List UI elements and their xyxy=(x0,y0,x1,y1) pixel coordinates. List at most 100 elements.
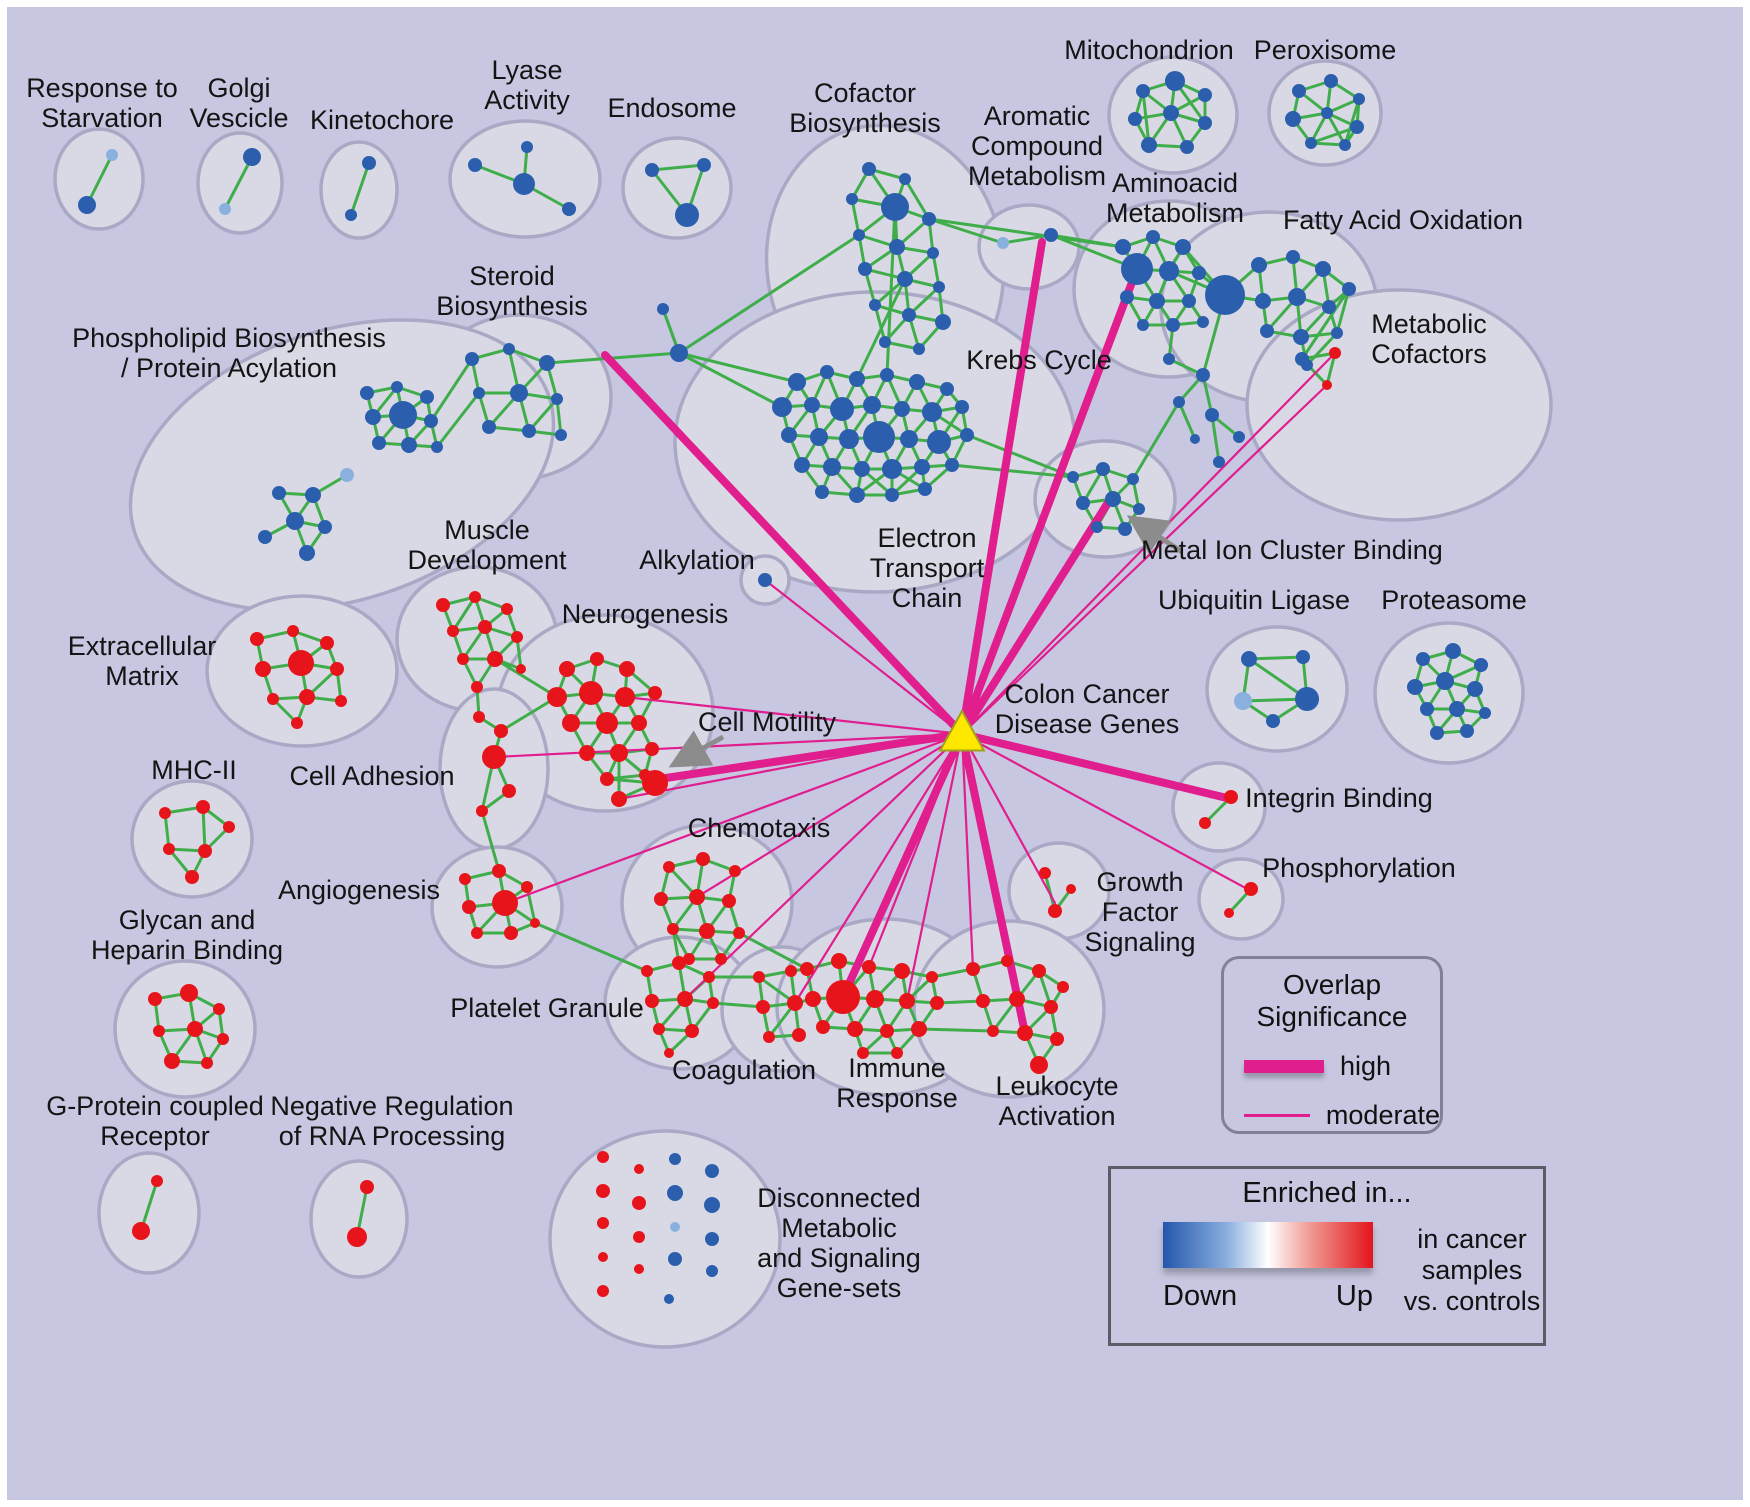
gene-set-node-muscle-development[interactable] xyxy=(516,664,526,674)
gene-set-node-alkylation[interactable] xyxy=(758,573,772,587)
gene-set-node-phospholipid-biosynthesis[interactable] xyxy=(389,401,417,429)
gene-set-node-fatty-acid-oxidation[interactable] xyxy=(1322,300,1336,314)
gene-set-node-peroxisome[interactable] xyxy=(1321,107,1333,119)
gene-set-node-aminoacid-metabolism[interactable] xyxy=(1166,318,1180,332)
gene-set-node-platelet-granule[interactable] xyxy=(645,994,659,1008)
gene-set-node-immune-response[interactable] xyxy=(805,991,821,1007)
gene-set-node-neurogenesis[interactable] xyxy=(619,661,635,677)
gene-set-node-disconnected-gene-sets[interactable] xyxy=(632,1196,646,1210)
gene-set-node-coagulation[interactable] xyxy=(756,1000,770,1014)
gene-set-node-mhc-ii[interactable] xyxy=(196,800,210,814)
gene-set-node-golgi-vescicle[interactable] xyxy=(243,148,261,166)
gene-set-node-immune-response[interactable] xyxy=(926,971,938,983)
gene-set-node-proteasome[interactable] xyxy=(1449,701,1465,717)
gene-set-node-platelet-granule[interactable] xyxy=(672,956,686,970)
gene-set-node-g-protein-coupled-receptor[interactable] xyxy=(151,1175,163,1187)
gene-set-node-cofactor-biosynthesis[interactable] xyxy=(869,299,881,311)
gene-set-node-mitochondrion[interactable] xyxy=(1180,140,1194,154)
gene-set-node-cell-motility[interactable] xyxy=(611,791,627,807)
gene-set-node-krebs-cycle[interactable] xyxy=(885,488,899,502)
gene-set-node-phospholipid-biosynthesis[interactable] xyxy=(272,486,286,500)
gene-set-node-disconnected-gene-sets[interactable] xyxy=(633,1231,645,1243)
gene-set-node-muscle-development[interactable] xyxy=(501,603,513,615)
gene-set-node-peroxisome[interactable] xyxy=(1350,120,1364,134)
gene-set-node-phospholipid-biosynthesis[interactable] xyxy=(365,409,381,425)
gene-set-node-phospholipid-biosynthesis[interactable] xyxy=(420,390,434,404)
gene-set-node-phospholipid-biosynthesis[interactable] xyxy=(305,487,321,503)
gene-set-node-krebs-cycle[interactable] xyxy=(839,429,859,449)
gene-set-node-krebs-cycle[interactable] xyxy=(810,428,828,446)
gene-set-node-immune-response[interactable] xyxy=(911,1021,927,1037)
gene-set-node-extracellular-matrix[interactable] xyxy=(335,695,347,707)
gene-set-node-platelet-granule[interactable] xyxy=(685,1024,699,1038)
gene-set-node-metabolic-branch[interactable] xyxy=(1205,408,1219,422)
gene-set-node-krebs-cycle[interactable] xyxy=(882,459,902,479)
gene-set-node-extracellular-matrix[interactable] xyxy=(330,662,344,676)
gene-set-node-mitochondrion[interactable] xyxy=(1198,116,1212,130)
gene-set-node-neurogenesis[interactable] xyxy=(547,687,567,707)
gene-set-node-krebs-cycle[interactable] xyxy=(804,397,820,413)
gene-set-node-immune-response[interactable] xyxy=(866,990,884,1008)
gene-set-node-proteasome[interactable] xyxy=(1460,724,1474,738)
gene-set-node-steroid-biosynthesis[interactable] xyxy=(465,352,479,366)
gene-set-node-leukocyte-activation[interactable] xyxy=(976,994,990,1008)
gene-set-node-immune-response[interactable] xyxy=(899,993,915,1009)
gene-set-node-immune-response[interactable] xyxy=(826,980,860,1014)
gene-set-node-cofactor-biosynthesis[interactable] xyxy=(933,281,945,293)
gene-set-node-glycan-heparin-binding[interactable] xyxy=(180,984,198,1002)
gene-set-node-metabolic-cofactors[interactable] xyxy=(1295,352,1309,366)
gene-set-node-growth-factor-signaling[interactable] xyxy=(1066,884,1076,894)
gene-set-node-platelet-granule[interactable] xyxy=(641,965,653,977)
gene-set-node-phospholipid-biosynthesis[interactable] xyxy=(431,441,443,453)
gene-set-node-krebs-cycle[interactable] xyxy=(820,365,834,379)
gene-set-node-neurogenesis[interactable] xyxy=(645,742,659,756)
gene-set-node-chemotaxis[interactable] xyxy=(733,927,745,939)
gene-set-node-disconnected-gene-sets[interactable] xyxy=(667,1185,683,1201)
gene-set-node-phospholipid-biosynthesis[interactable] xyxy=(401,437,417,453)
gene-set-node-metal-ion-cluster-binding[interactable] xyxy=(1076,496,1090,510)
gene-set-node-chemotaxis[interactable] xyxy=(667,923,679,935)
gene-set-node-growth-factor-signaling[interactable] xyxy=(1048,904,1062,918)
gene-set-node-cofactor-biosynthesis[interactable] xyxy=(935,314,951,330)
gene-set-node-lyase-activity[interactable] xyxy=(468,158,482,172)
gene-set-node-krebs-cycle[interactable] xyxy=(854,461,870,477)
gene-set-node-cofactor-biosynthesis[interactable] xyxy=(927,247,939,259)
gene-set-node-cell-adhesion[interactable] xyxy=(476,805,488,817)
gene-set-node-peroxisome[interactable] xyxy=(1305,137,1317,149)
gene-set-node-angiogenesis[interactable] xyxy=(492,890,518,916)
gene-set-node-leukocyte-activation[interactable] xyxy=(1030,1056,1048,1074)
gene-set-node-extracellular-matrix[interactable] xyxy=(291,717,303,729)
gene-set-node-coagulation[interactable] xyxy=(792,1028,806,1042)
gene-set-node-neurogenesis[interactable] xyxy=(596,712,618,734)
gene-set-node-integrin-binding[interactable] xyxy=(1199,817,1211,829)
gene-set-node-neurogenesis[interactable] xyxy=(615,687,635,707)
gene-set-node-krebs-cycle[interactable] xyxy=(815,485,829,499)
gene-set-node-krebs-cycle[interactable] xyxy=(849,371,865,387)
gene-set-node-metabolic-branch[interactable] xyxy=(1163,353,1175,365)
gene-set-node-krebs-cycle[interactable] xyxy=(955,400,969,414)
gene-set-node-angiogenesis[interactable] xyxy=(459,873,471,885)
gene-set-node-cofactor-biosynthesis[interactable] xyxy=(881,193,909,221)
gene-set-node-cell-adhesion[interactable] xyxy=(502,784,516,798)
gene-set-node-muscle-development[interactable] xyxy=(447,625,459,637)
gene-set-node-disconnected-gene-sets[interactable] xyxy=(634,1164,644,1174)
gene-set-node-chemotaxis[interactable] xyxy=(715,953,727,965)
gene-set-node-muscle-development[interactable] xyxy=(487,651,503,667)
gene-set-node-chemotaxis[interactable] xyxy=(722,894,736,908)
gene-set-node-krebs-cycle[interactable] xyxy=(900,430,918,448)
gene-set-node-junction[interactable] xyxy=(657,303,669,315)
gene-set-node-ubiquitin-ligase[interactable] xyxy=(1296,650,1310,664)
gene-set-node-leukocyte-activation[interactable] xyxy=(1050,1032,1064,1046)
gene-set-node-cofactor-biosynthesis[interactable] xyxy=(853,229,865,241)
gene-set-node-metal-ion-cluster-binding[interactable] xyxy=(1133,503,1145,515)
gene-set-node-disconnected-gene-sets[interactable] xyxy=(704,1197,720,1213)
gene-set-node-aromatic-compound-metabolism[interactable] xyxy=(1044,228,1058,242)
gene-set-node-peroxisome[interactable] xyxy=(1339,139,1351,151)
gene-set-node-coagulation[interactable] xyxy=(785,965,797,977)
gene-set-node-krebs-cycle[interactable] xyxy=(830,397,854,421)
gene-set-node-chemotaxis[interactable] xyxy=(654,892,668,906)
gene-set-node-disconnected-gene-sets[interactable] xyxy=(668,1252,682,1266)
gene-set-node-metabolic-branch[interactable] xyxy=(1196,368,1210,382)
gene-set-node-krebs-cycle[interactable] xyxy=(927,430,951,454)
gene-set-node-fatty-acid-oxidation[interactable] xyxy=(1205,275,1245,315)
